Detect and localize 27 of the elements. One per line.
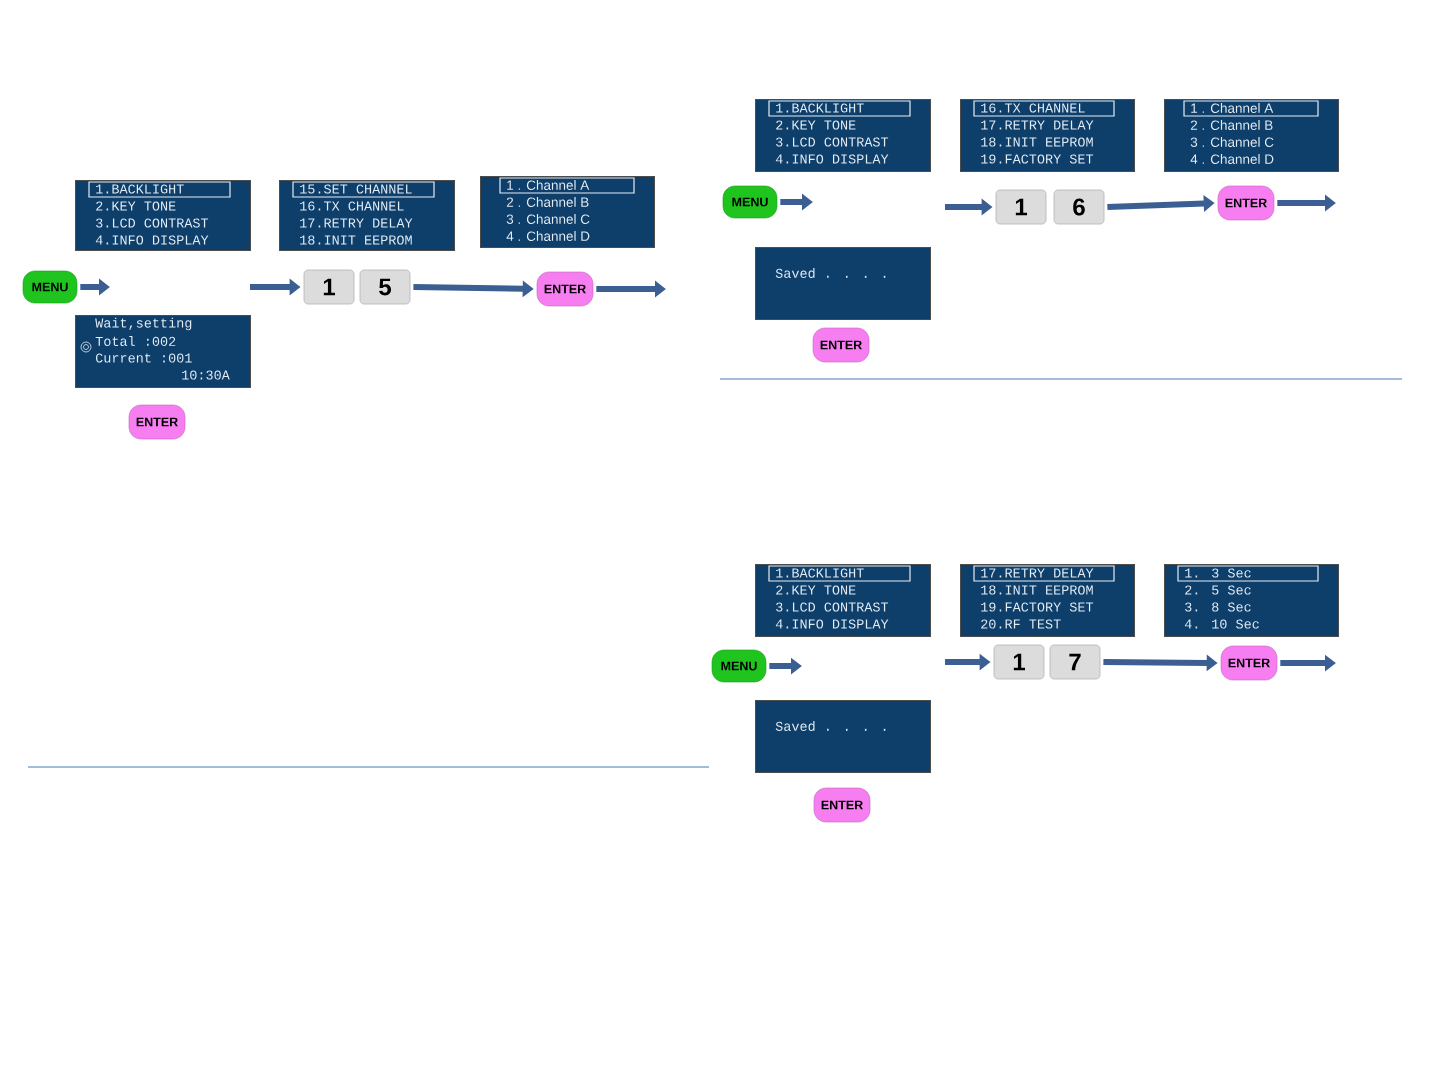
number-key: 1 bbox=[993, 644, 1045, 680]
lcd-screen: Wait,setting Total :002 Current :001 10:30A bbox=[75, 315, 251, 388]
lcd-screen: 1 . Channel A 2 . Channel B 3 . Channel C 4 . Channel D bbox=[1164, 99, 1339, 172]
lcd-screen: 15.SET CHANNEL 16.TX CHANNEL 17.RETRY DELAY 18.INIT EEPROM bbox=[279, 180, 455, 251]
lcd-screen: 1.BACKLIGHT 2.KEY TONE 3.LCD CONTRAST 4.INFO DISPLAY bbox=[755, 99, 931, 172]
enter-button: ENTER bbox=[1220, 645, 1278, 681]
lcd-screen: 1 . Channel A 2 . Channel B 3 . Channel C 4 . Channel D bbox=[480, 176, 655, 248]
enter-button: ENTER bbox=[128, 404, 186, 440]
number-key: 1 bbox=[995, 189, 1047, 225]
menu-button: MENU bbox=[711, 649, 767, 683]
lcd-screen: 1.BACKLIGHT 2.KEY TONE 3.LCD CONTRAST 4.INFO DISPLAY bbox=[755, 564, 931, 637]
number-key: 1 bbox=[303, 269, 355, 305]
lcd-screen: 1. 3 Sec 2. 5 Sec 3. 8 Sec 4. 10 Sec bbox=[1164, 564, 1339, 637]
number-key: 6 bbox=[1053, 189, 1105, 225]
enter-button: ENTER bbox=[1217, 185, 1275, 221]
number-key: 7 bbox=[1049, 644, 1101, 680]
lcd-screen: 1.BACKLIGHT 2.KEY TONE 3.LCD CONTRAST 4.INFO DISPLAY bbox=[75, 180, 251, 251]
number-key: 5 bbox=[359, 269, 411, 305]
enter-button: ENTER bbox=[812, 327, 870, 363]
lcd-screen: 16.TX CHANNEL 17.RETRY DELAY 18.INIT EEPROM 19.FACTORY SET bbox=[960, 99, 1135, 172]
enter-button: ENTER bbox=[536, 271, 594, 307]
lcd-screen: Saved . . . . bbox=[755, 700, 931, 773]
enter-button: ENTER bbox=[813, 787, 871, 823]
lcd-screen: Saved . . . . bbox=[755, 247, 931, 320]
lcd-screen: 17.RETRY DELAY 18.INIT EEPROM 19.FACTORY SET 20.RF TEST bbox=[960, 564, 1135, 637]
menu-button: MENU bbox=[22, 270, 78, 304]
menu-button: MENU bbox=[722, 185, 778, 219]
